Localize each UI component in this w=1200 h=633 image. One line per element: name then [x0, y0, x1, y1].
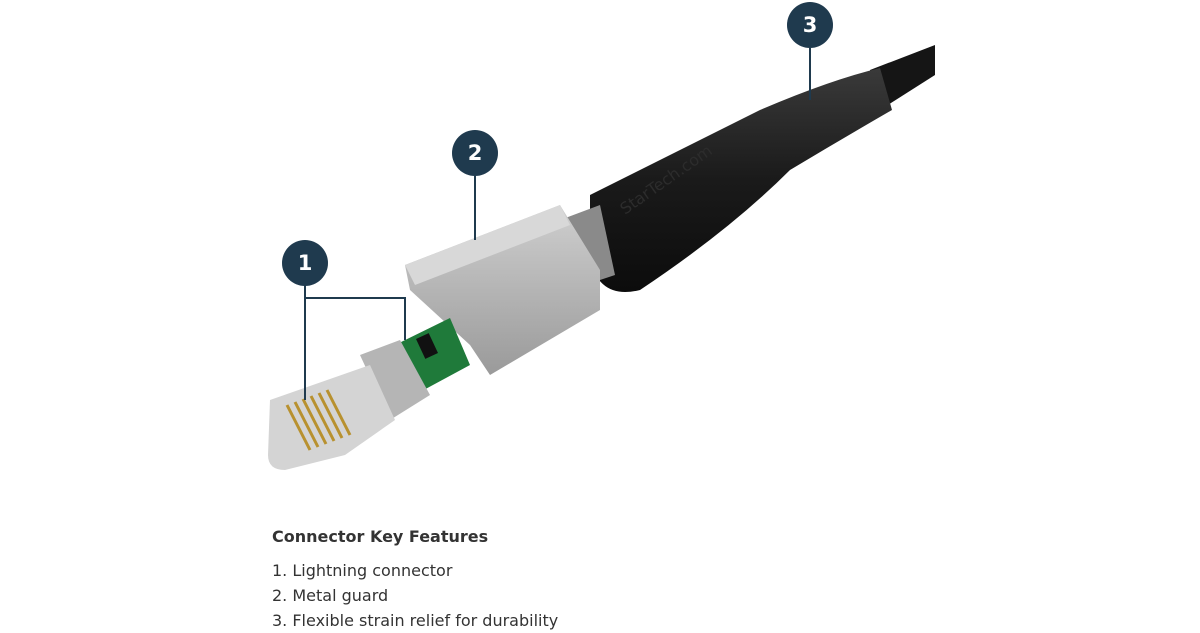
marker-label: 2 [467, 141, 483, 165]
features-title: Connector Key Features [272, 527, 489, 546]
connector-housing [360, 340, 430, 420]
gold-pins [285, 389, 352, 451]
marker-label: 3 [802, 13, 818, 37]
callout-marker-3: 3 [787, 2, 833, 48]
feature-item: 2. Metal guard [272, 586, 389, 605]
leader-lines [304, 48, 811, 400]
strain-relief [590, 68, 892, 292]
feature-item: 3. Flexible strain relief for durability [272, 611, 559, 630]
features-list: Connector Key Features 1. Lightning conn… [272, 527, 558, 633]
marker-label: 1 [297, 251, 313, 275]
callout-marker-1: 1 [282, 240, 328, 286]
feature-item: 1. Lightning connector [272, 561, 453, 580]
callout-marker-2: 2 [452, 130, 498, 176]
